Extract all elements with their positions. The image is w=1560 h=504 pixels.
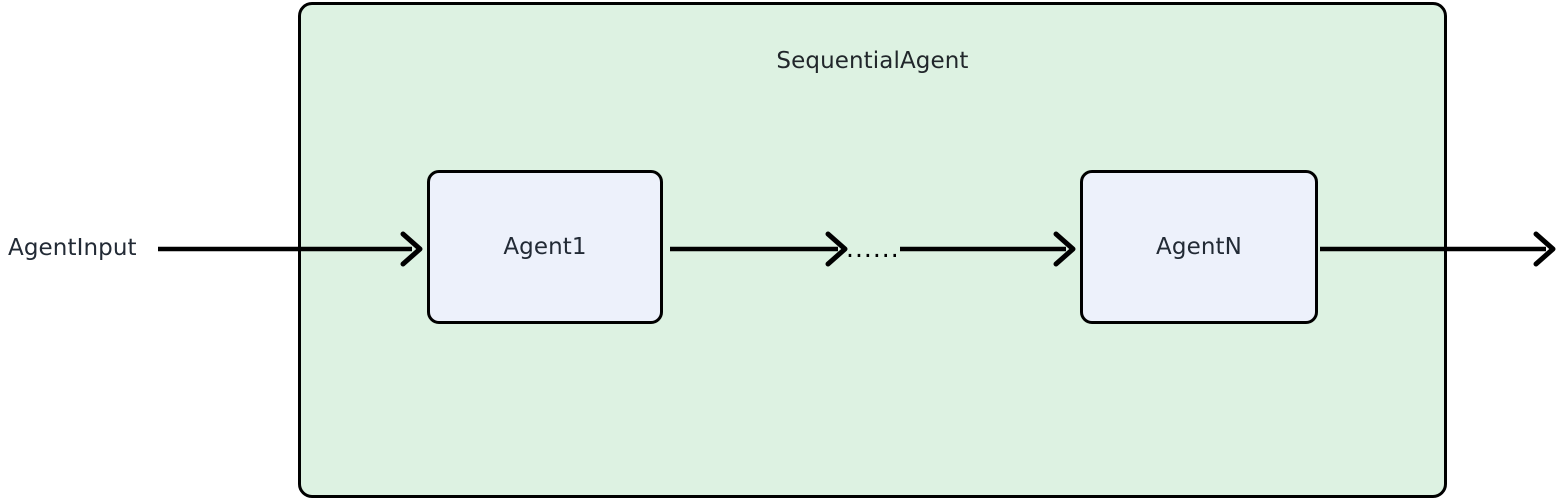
- agent-node-agent1[interactable]: Agent1: [427, 170, 663, 324]
- sequential-agent-title: SequentialAgent: [776, 48, 969, 74]
- ellipsis-label: ......: [846, 234, 900, 263]
- agent-node-agent1-label: Agent1: [503, 234, 587, 260]
- agent-input-label: AgentInput: [8, 235, 137, 261]
- agent-node-agentn[interactable]: AgentN: [1080, 170, 1318, 324]
- agent-node-agentn-label: AgentN: [1156, 234, 1242, 260]
- edge-agentn-output-arrowhead: [1533, 231, 1556, 267]
